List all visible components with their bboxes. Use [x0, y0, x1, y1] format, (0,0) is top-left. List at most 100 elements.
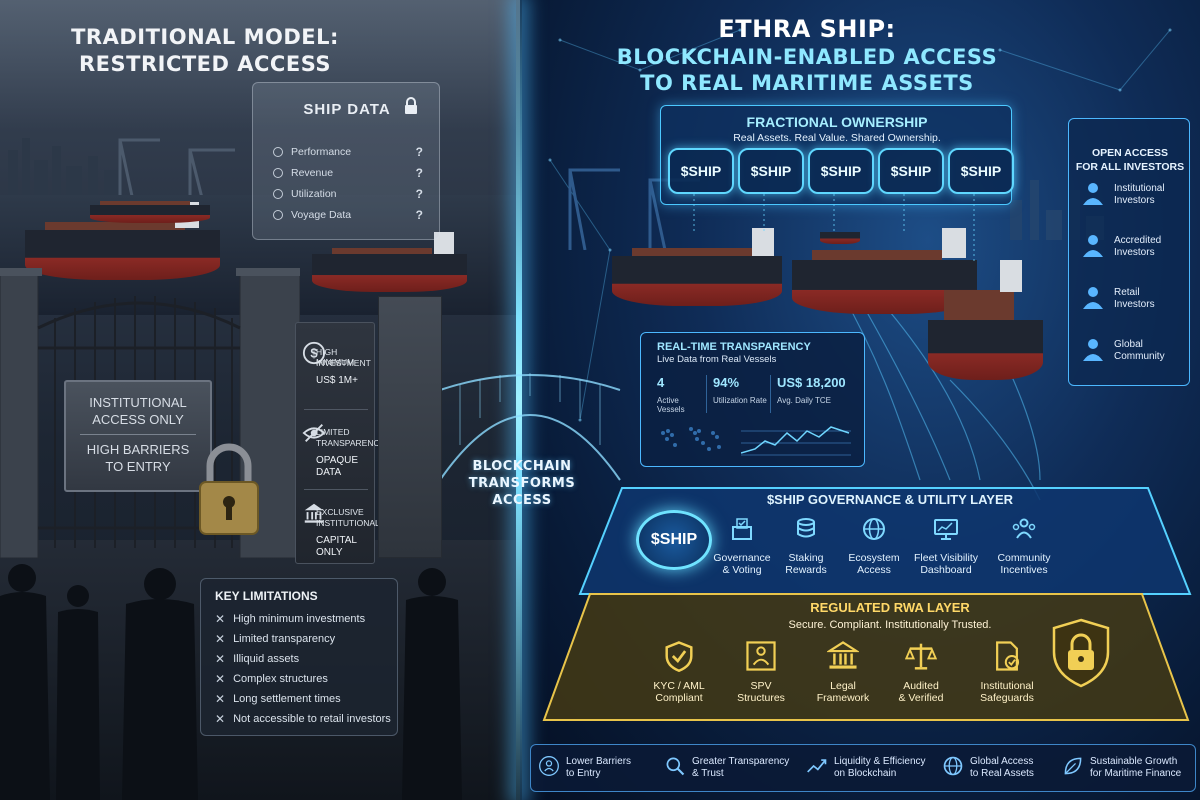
restriction-line1: HIGH MINIMUM — [316, 347, 355, 367]
limitation-text: Limited transparency — [233, 633, 336, 645]
governance-item: Governance& Voting — [700, 516, 784, 576]
limitation-item: ✕Limited transparency — [215, 629, 395, 649]
limitation-item: ✕ Complex structures — [215, 669, 395, 689]
rwa-line2: Framework — [816, 692, 870, 704]
investor-line1: Accredited — [1114, 235, 1162, 246]
transparency-subtitle: Live Data from Real Vessels — [657, 354, 777, 365]
ship-data-panel: SHIP DATA Performance?Revenue?Utilizatio… — [252, 82, 440, 240]
right-title: ETHRA SHIP: BLOCKCHAIN-ENABLED ACCESS TO… — [612, 14, 1002, 96]
benefit-line2: & Trust — [692, 768, 724, 779]
key-limitations-panel: KEY LIMITATIONS ✕ High minimum investment… — [200, 578, 398, 736]
svg-text:$: $ — [310, 346, 317, 361]
rwa-layer-plate — [542, 593, 1190, 721]
globe-icon — [832, 516, 916, 544]
benefit-line1: Greater Transparency — [692, 756, 790, 767]
investor-person-icon — [1080, 336, 1106, 366]
stat-value: US$ 18,200 — [777, 375, 846, 390]
restriction-line2: INVESTMENT — [316, 358, 371, 368]
dollar-icon: $ — [302, 341, 326, 370]
governance-title: $SHIP GOVERNANCE & UTILITY LAYER — [766, 492, 1014, 507]
ship-token-large: $SHIP — [636, 510, 712, 570]
bullet-icon — [273, 146, 283, 157]
investor-line2: Investors — [1114, 195, 1155, 206]
cargo-ship-distant — [820, 230, 860, 244]
org-chart-icon — [720, 640, 802, 674]
ship-token-tile: $SHIP — [878, 148, 944, 194]
key-limitations-title: KEY LIMITATIONS — [215, 589, 318, 603]
governance-line2: & Voting — [722, 564, 762, 576]
governance-line1: Community — [997, 552, 1051, 564]
bullet-icon — [273, 188, 283, 199]
transparency-title: REAL-TIME TRANSPARENCY — [657, 341, 811, 353]
benefit-line1: Lower Barriers — [566, 756, 632, 767]
limitation-item: ✕Illiquid assets — [215, 649, 395, 669]
restriction-line2: TRANSPARENCY — [316, 438, 386, 448]
investor-line1: Institutional — [1114, 183, 1165, 194]
rwa-line2: & Verified — [898, 692, 944, 704]
padlock-icon — [199, 443, 259, 535]
governance-line2: Incentives — [1000, 564, 1048, 576]
x-mark-icon: ✕ — [215, 612, 226, 626]
stat-label: Avg. Daily TCE — [777, 396, 831, 405]
eye-slash-icon — [302, 421, 326, 450]
lock-icon — [403, 97, 419, 120]
coin-stack-icon — [764, 516, 848, 544]
tanker-ship-center — [312, 232, 467, 292]
limitation-text: High minimum investments — [233, 613, 366, 625]
cargo-ship-1 — [612, 228, 782, 308]
governance-line2: Access — [857, 564, 891, 576]
limitation-item: ✕ High minimum investments — [215, 609, 395, 629]
governance-line1: Fleet Visibility — [914, 552, 978, 564]
governance-line2: Rewards — [785, 564, 827, 576]
rwa-title: REGULATED RWA LAYER — [810, 600, 970, 615]
restriction-line1: EXCLUSIVE — [316, 507, 364, 517]
bullet-icon — [273, 167, 283, 178]
gold-padlock-shield-icon — [1052, 618, 1110, 688]
ship-data-row: Performance? — [273, 141, 423, 162]
governance-layer-plate — [578, 487, 1192, 595]
x-mark-icon: ✕ — [215, 692, 226, 706]
business-people-silhouettes — [0, 564, 462, 800]
rwa-item: Audited& Verified — [880, 640, 962, 704]
ship-token-tile: $SHIP — [808, 148, 874, 194]
x-mark-icon: ✕ — [215, 672, 226, 686]
restriction-line3: CAPITAL ONLY — [316, 535, 357, 558]
left-city-skyline — [0, 120, 260, 200]
gate-sign-line4: TO ENTRY — [105, 459, 171, 474]
governance-line1: Staking — [788, 552, 824, 564]
limitation-text: Illiquid assets — [233, 653, 300, 665]
limitation-text: Long settlement times — [233, 693, 341, 705]
trend-icon — [806, 755, 828, 781]
benefit-line1: Global Access — [970, 756, 1034, 767]
person-up-icon — [538, 755, 560, 781]
ship-token-tile: $SHIP — [668, 148, 734, 194]
fractional-subtitle: Real Assets. Real Value. Shared Ownershi… — [733, 132, 941, 144]
document-check-icon — [966, 640, 1048, 674]
benefit-line2: to Real Assets — [970, 768, 1034, 779]
investor-person-icon — [1080, 232, 1106, 262]
glowing-divider — [516, 0, 522, 800]
center-line3: ACCESS — [492, 493, 552, 508]
rwa-line1: Institutional — [980, 680, 1034, 692]
benefit-item: Greater Transparency& Trust — [664, 750, 804, 786]
ship-token-tile: $SHIP — [738, 148, 804, 194]
restriction-line1: LIMITED — [316, 427, 350, 437]
bank-icon — [302, 501, 326, 530]
right-title-line1: ETHRA SHIP: — [718, 15, 896, 43]
ship-token-text: $SHIP — [820, 163, 862, 179]
stat-value: 4 — [657, 375, 665, 390]
benefit-line1: Sustainable Growth — [1090, 756, 1178, 767]
tanker-ship-left — [25, 200, 220, 280]
limitation-text: Complex structures — [233, 673, 328, 685]
left-title-line1: TRADITIONAL MODEL: — [71, 25, 339, 49]
ship-token-text: $SHIP — [960, 163, 1002, 179]
ship-data-label: Performance — [291, 145, 352, 158]
